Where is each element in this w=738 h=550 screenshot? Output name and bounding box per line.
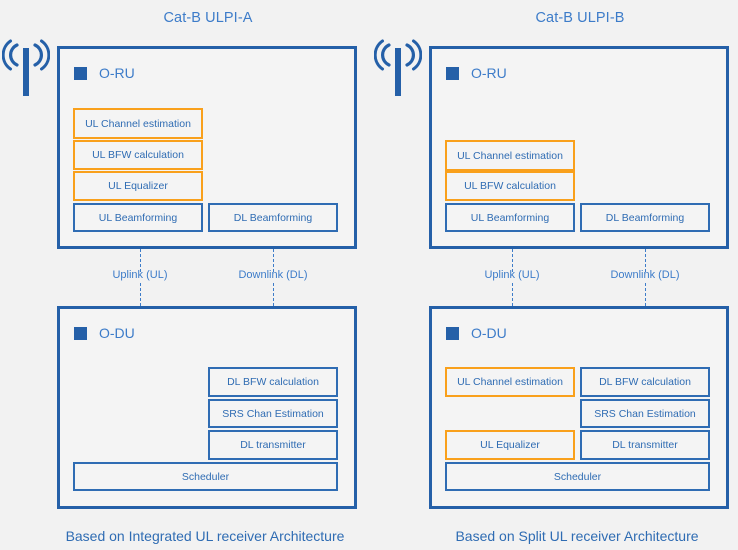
function-block[interactable]: DL Beamforming xyxy=(208,203,338,232)
function-block[interactable]: UL Channel estimation xyxy=(445,367,575,397)
link-dashed-line xyxy=(645,283,646,306)
link-dashed-line xyxy=(512,249,513,272)
panel-label-oru-a: O-RU xyxy=(99,65,135,81)
link-dashed-line xyxy=(273,249,274,272)
function-block[interactable]: DL transmitter xyxy=(208,430,338,460)
panel-header-odu-b: O-DU xyxy=(446,325,507,341)
column-footer-b: Based on Split UL receiver Architecture xyxy=(455,528,699,544)
panel-label-odu-b: O-DU xyxy=(471,325,507,341)
function-block[interactable]: Scheduler xyxy=(73,462,338,491)
panel-label-oru-b: O-RU xyxy=(471,65,507,81)
link-dashed-line xyxy=(645,249,646,272)
legend-square-icon xyxy=(446,66,459,80)
function-block[interactable]: SRS Chan Estimation xyxy=(580,399,710,428)
function-block[interactable]: UL BFW calculation xyxy=(73,140,203,170)
function-block[interactable]: DL BFW calculation xyxy=(580,367,710,397)
legend-square-icon xyxy=(74,66,87,80)
panel-header-oru-a: O-RU xyxy=(74,65,135,81)
function-block[interactable]: UL Equalizer xyxy=(445,430,575,460)
legend-square-icon xyxy=(446,326,459,340)
column-footer-a: Based on Integrated UL receiver Architec… xyxy=(65,528,345,544)
function-block[interactable]: DL transmitter xyxy=(580,430,710,460)
function-block[interactable]: DL BFW calculation xyxy=(208,367,338,397)
panel-label-odu-a: O-DU xyxy=(99,325,135,341)
function-block[interactable]: UL Channel estimation xyxy=(73,108,203,139)
column-title-b: Cat-B ULPI-B xyxy=(535,10,625,26)
link-label: Downlink (DL) xyxy=(610,269,680,281)
link-label: Uplink (UL) xyxy=(484,269,540,281)
link-dashed-line xyxy=(140,249,141,272)
function-block[interactable]: DL Beamforming xyxy=(580,203,710,232)
function-block[interactable]: UL BFW calculation xyxy=(445,171,575,201)
function-block[interactable]: UL Beamforming xyxy=(445,203,575,232)
function-block[interactable]: UL Beamforming xyxy=(73,203,203,232)
link-dashed-line xyxy=(273,283,274,306)
function-block[interactable]: UL Channel estimation xyxy=(445,140,575,171)
link-dashed-line xyxy=(512,283,513,306)
panel-header-odu-a: O-DU xyxy=(74,325,135,341)
function-block[interactable]: UL Equalizer xyxy=(73,171,203,201)
link-dashed-line xyxy=(140,283,141,306)
antenna-tower-icon xyxy=(2,38,50,96)
function-block[interactable]: SRS Chan Estimation xyxy=(208,399,338,428)
link-label: Downlink (DL) xyxy=(238,269,308,281)
function-block[interactable]: Scheduler xyxy=(445,462,710,491)
antenna-tower-icon xyxy=(374,38,422,96)
column-title-a: Cat-B ULPI-A xyxy=(163,10,253,26)
panel-header-oru-b: O-RU xyxy=(446,65,507,81)
legend-square-icon xyxy=(74,326,87,340)
link-label: Uplink (UL) xyxy=(112,269,168,281)
